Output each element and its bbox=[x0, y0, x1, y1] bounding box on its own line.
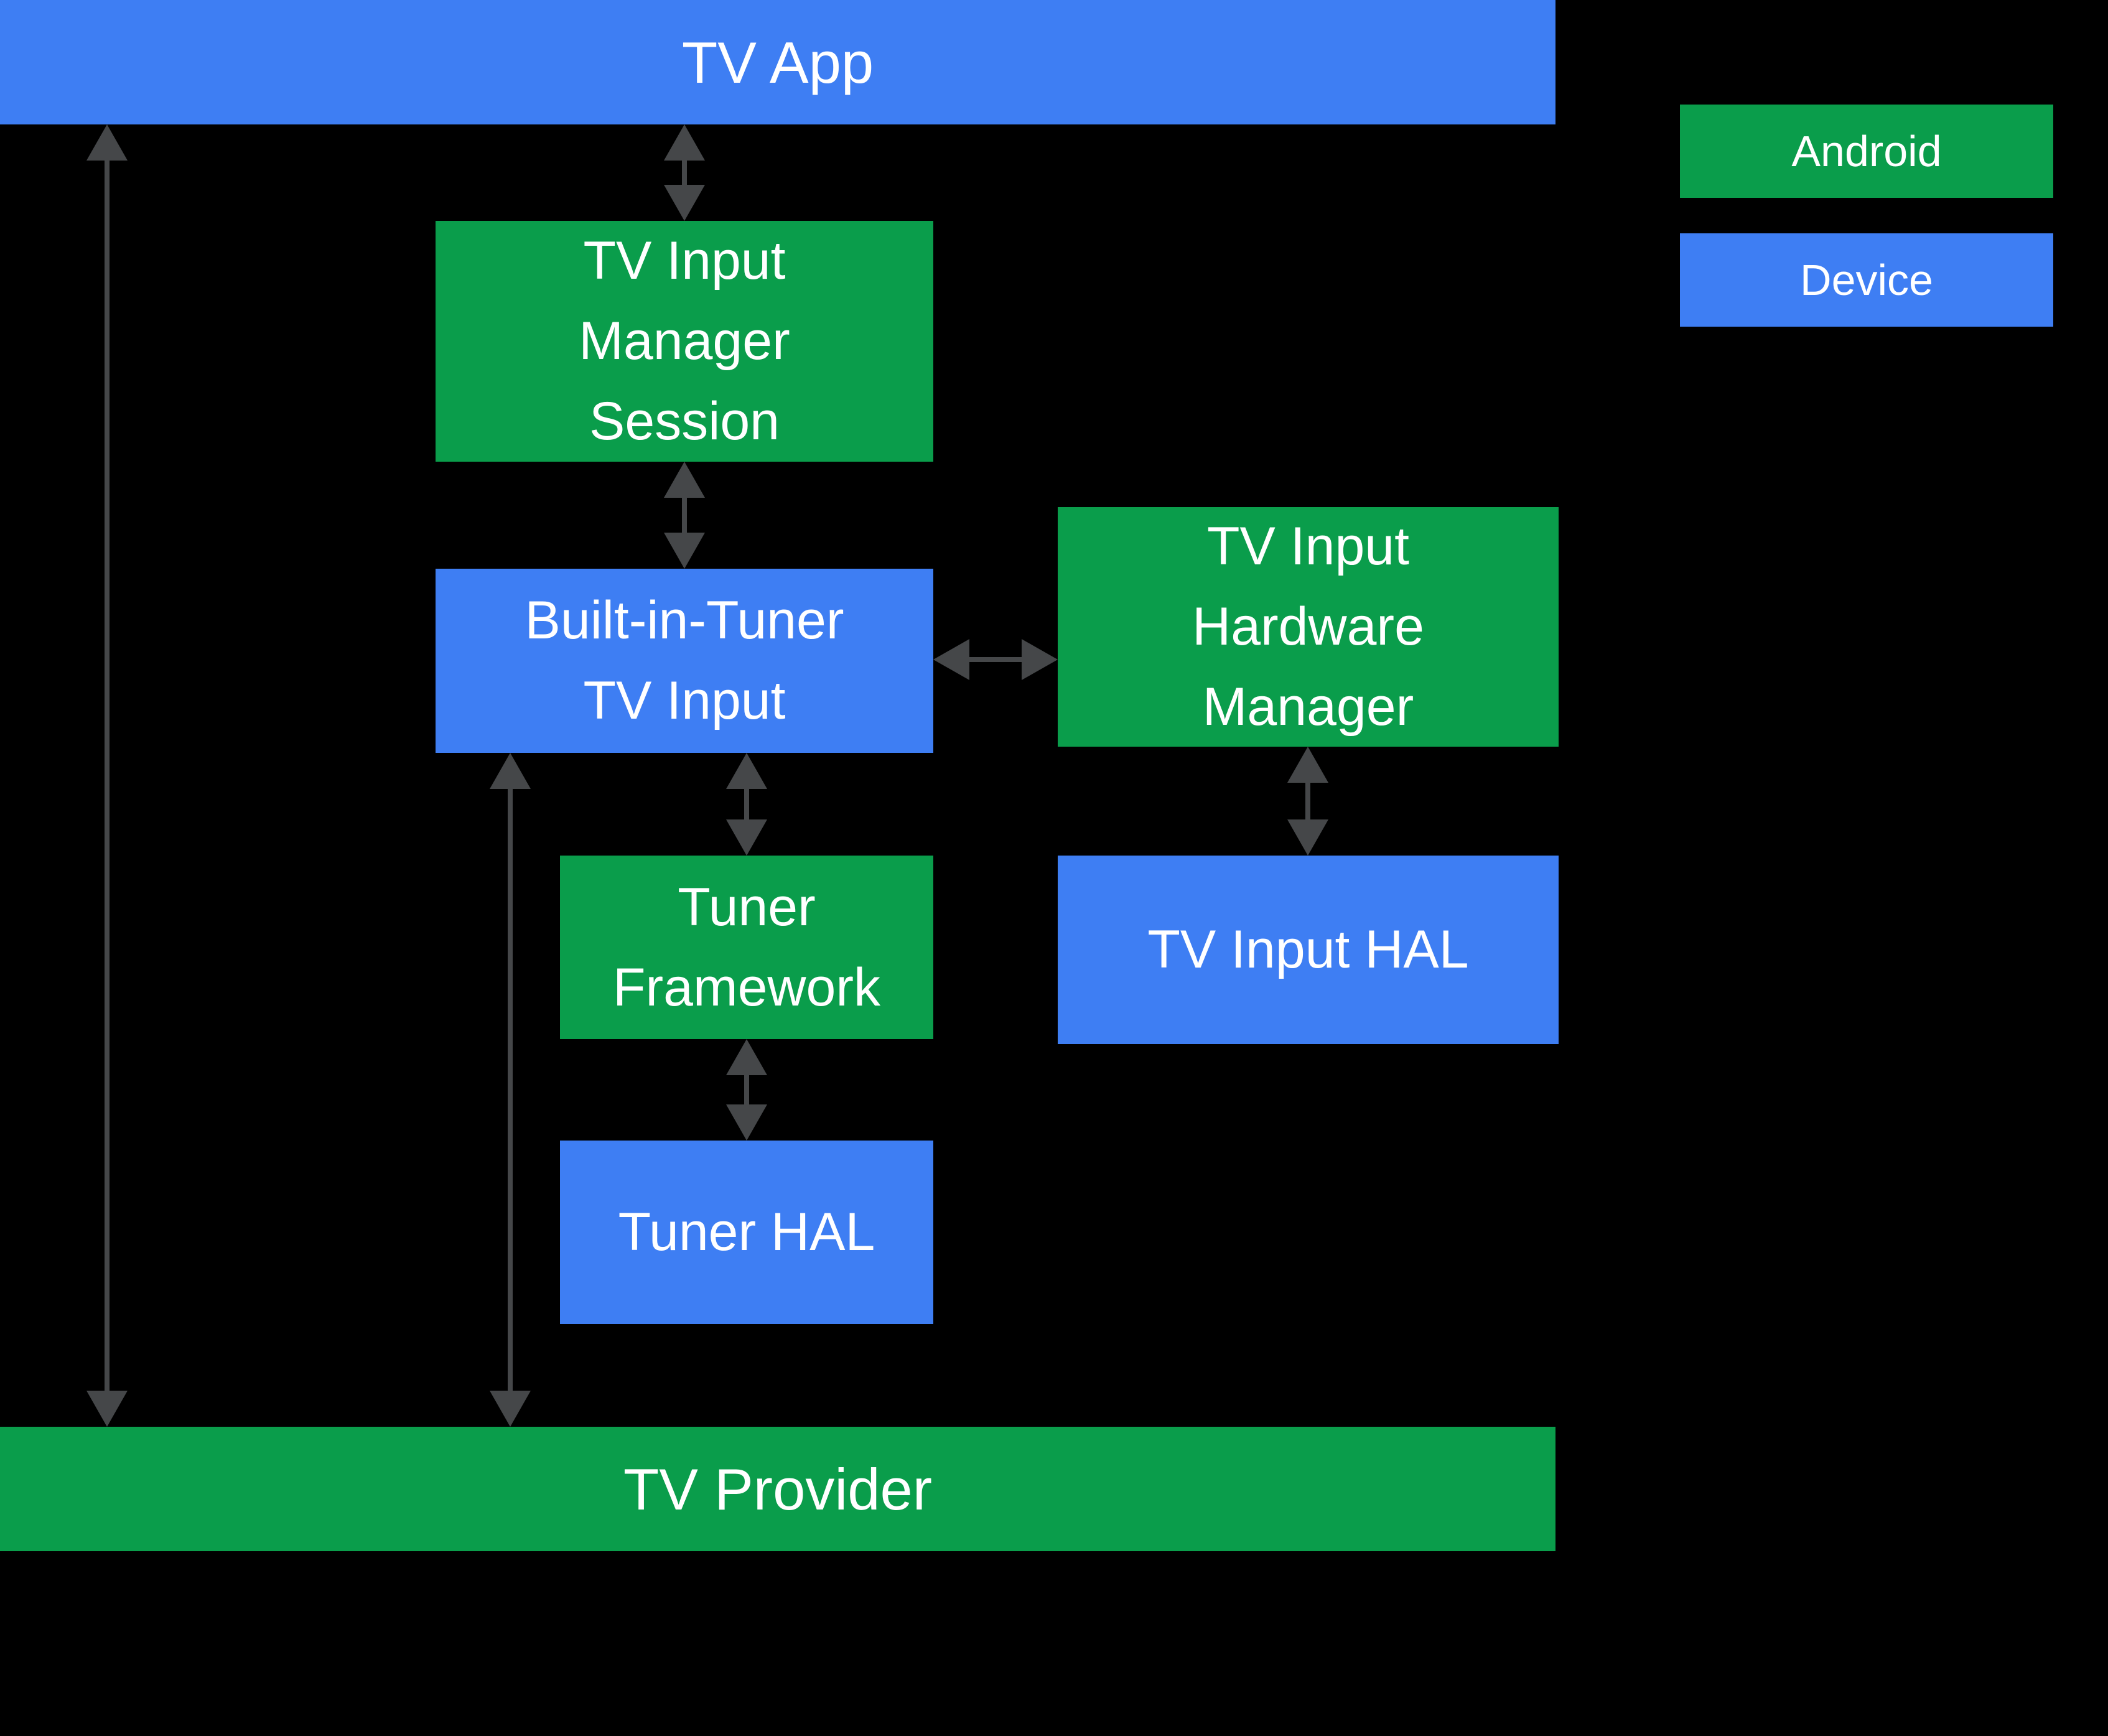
arrow-tv-input-hardware-manager-tv-input-hal bbox=[1287, 747, 1328, 856]
arrow-tuner-framework-tuner-hal bbox=[726, 1039, 767, 1141]
legend-device: Device bbox=[1680, 233, 2053, 327]
arrowhead-down-icon bbox=[490, 1391, 531, 1427]
arrowhead-left-icon bbox=[933, 639, 969, 680]
arrowhead-up-icon bbox=[664, 124, 705, 161]
node-tv-app: TV App bbox=[0, 0, 1555, 124]
arrowhead-down-icon bbox=[664, 533, 705, 569]
arrowhead-down-icon bbox=[664, 185, 705, 221]
node-tv-input-hal-label: TV Input HAL bbox=[1147, 920, 1469, 979]
arrowhead-down-icon bbox=[1287, 819, 1328, 856]
node-built-in-tuner-tv-input-label: Built-in-Tuner TV Input bbox=[525, 590, 844, 730]
arrow-tv-input-manager-session-built-in-tuner bbox=[664, 462, 705, 569]
arrow-shaft bbox=[682, 157, 687, 189]
node-tv-provider-label: TV Provider bbox=[623, 1456, 933, 1522]
arrow-shaft bbox=[508, 785, 513, 1394]
node-tv-input-hal: TV Input HAL bbox=[1058, 856, 1559, 1044]
arrow-shaft bbox=[682, 494, 687, 536]
arrowhead-up-icon bbox=[86, 124, 128, 161]
arrowhead-right-icon bbox=[1022, 639, 1058, 680]
arrowhead-up-icon bbox=[726, 753, 767, 789]
node-tv-input-hardware-manager: TV Input Hardware Manager bbox=[1058, 507, 1559, 747]
node-tuner-hal: Tuner HAL bbox=[560, 1141, 933, 1324]
legend-android-label: Android bbox=[1791, 127, 1942, 175]
node-tuner-framework: Tuner Framework bbox=[560, 856, 933, 1039]
node-tv-provider: TV Provider bbox=[0, 1427, 1555, 1551]
node-tv-input-manager-session-label: TV Input Manager Session bbox=[579, 231, 790, 451]
arrow-built-in-tuner-tuner-framework bbox=[726, 753, 767, 856]
arrow-shaft bbox=[744, 785, 749, 823]
node-tv-app-label: TV App bbox=[681, 29, 874, 95]
legend-device-label: Device bbox=[1800, 256, 1933, 304]
arrowhead-down-icon bbox=[726, 819, 767, 856]
arrow-built-in-tuner-tv-provider bbox=[490, 753, 531, 1427]
node-tv-input-manager-session: TV Input Manager Session bbox=[436, 221, 933, 462]
legend-android: Android bbox=[1680, 105, 2053, 198]
arrowhead-up-icon bbox=[726, 1039, 767, 1075]
arrowhead-down-icon bbox=[726, 1104, 767, 1141]
node-tuner-framework-label: Tuner Framework bbox=[612, 877, 881, 1017]
arrowhead-up-icon bbox=[490, 753, 531, 789]
arrow-shaft bbox=[966, 657, 1025, 662]
arrow-built-in-tuner-tv-input-hardware-manager bbox=[933, 639, 1058, 680]
arrow-shaft bbox=[744, 1071, 749, 1108]
arrow-tv-app-tv-input-manager-session bbox=[664, 124, 705, 221]
arrowhead-up-icon bbox=[1287, 747, 1328, 783]
node-tv-input-hardware-manager-label: TV Input Hardware Manager bbox=[1192, 516, 1424, 737]
arrowhead-up-icon bbox=[664, 462, 705, 498]
arrow-tv-app-tv-provider bbox=[86, 124, 128, 1427]
arrowhead-down-icon bbox=[86, 1391, 128, 1427]
node-built-in-tuner-tv-input: Built-in-Tuner TV Input bbox=[436, 569, 933, 753]
arrow-shaft bbox=[1305, 779, 1310, 823]
arrow-shaft bbox=[105, 157, 110, 1394]
node-tuner-hal-label: Tuner HAL bbox=[618, 1202, 875, 1262]
